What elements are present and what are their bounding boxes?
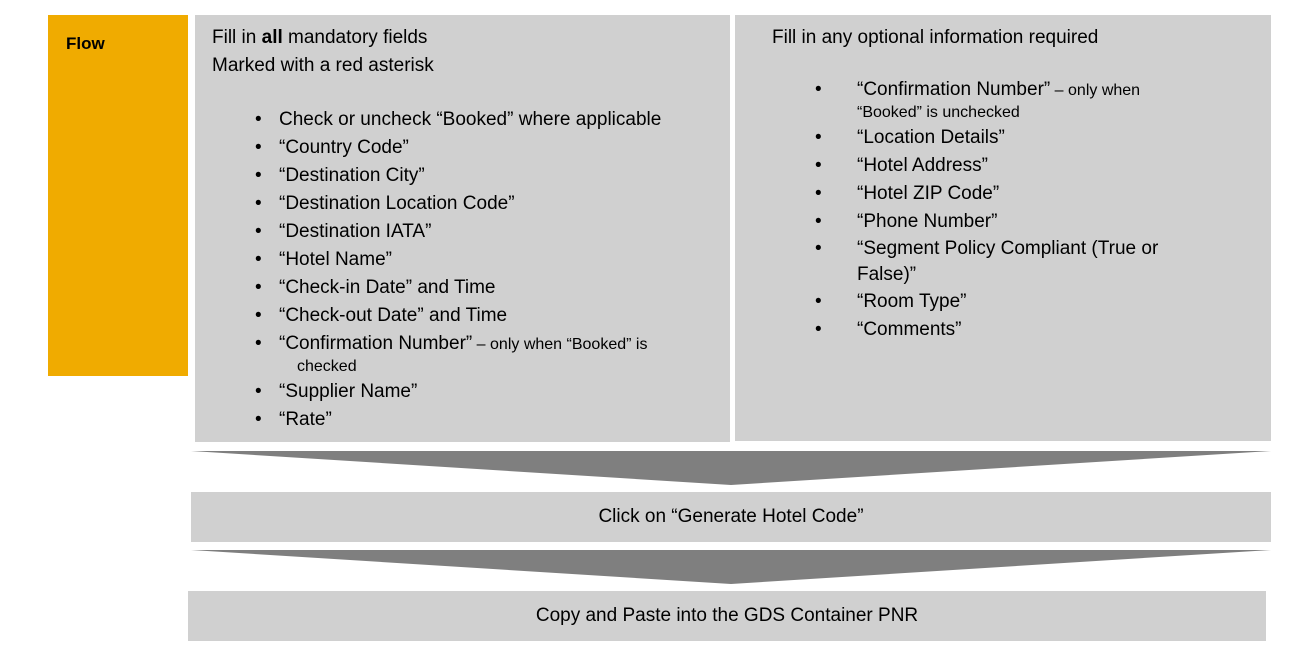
mandatory-intro-prefix: Fill in [212,27,262,48]
confirmation-note: – only when [1050,82,1141,99]
mandatory-fields-panel: Fill in all mandatory fields Marked with… [195,15,730,442]
list-item: Check or uncheck “Booked” where applicab… [255,106,715,134]
list-item: “Confirmation Number” – only when “Booke… [255,330,715,378]
list-item: “Check-out Date” and Time [255,302,715,330]
flow-label: Flow [66,34,105,53]
confirmation-note: – only when “Booked” is [472,336,648,353]
list-item: “Phone Number” [815,208,1195,236]
mandatory-field-list: Check or uncheck “Booked” where applicab… [255,106,715,434]
copy-paste-step: Copy and Paste into the GDS Container PN… [188,591,1266,641]
optional-intro: Fill in any optional information require… [772,27,1099,48]
list-item: “Rate” [255,406,715,434]
mandatory-intro-suffix: mandatory fields [282,27,428,48]
list-item: “Room Type” [815,288,1195,316]
generate-hotel-code-step: Click on “Generate Hotel Code” [191,492,1271,542]
list-item: “Comments” [815,316,1195,344]
list-item: “Hotel Name” [255,246,715,274]
optional-fields-panel: Fill in any optional information require… [735,15,1271,441]
list-item: “Location Details” [815,124,1195,152]
mandatory-intro-line2: Marked with a red asterisk [212,55,434,76]
list-item: “Segment Policy Compliant (True or False)… [815,236,1195,288]
mandatory-intro-bold: all [261,27,283,48]
list-item: “Destination Location Code” [255,190,715,218]
down-chevron-arrow [191,550,1271,584]
list-item-label: “Segment Policy Compliant (True or [857,238,1159,259]
list-item: “Destination IATA” [255,218,715,246]
list-item: “Check-in Date” and Time [255,274,715,302]
list-item: “Confirmation Number” – only when “Booked… [815,78,1195,124]
flow-box: Flow [48,15,188,376]
list-item: “Country Code” [255,134,715,162]
confirmation-note-continued: “Booked” is unchecked [857,104,1020,121]
confirmation-note-continued: checked [297,358,357,375]
down-chevron-arrow [191,451,1271,485]
list-item: “Hotel ZIP Code” [815,180,1195,208]
list-item-label: “Confirmation Number” [857,79,1051,100]
mandatory-intro-line1: Fill in all mandatory fields [212,24,434,52]
list-item: “Destination City” [255,162,715,190]
list-item-continued: False)” [857,264,917,285]
list-item: “Supplier Name” [255,378,715,406]
optional-field-list: “Confirmation Number” – only when “Booked… [815,78,1195,344]
list-item-label: “Confirmation Number” [279,333,473,354]
list-item: “Hotel Address” [815,152,1195,180]
mandatory-intro: Fill in all mandatory fields Marked with… [212,24,434,80]
